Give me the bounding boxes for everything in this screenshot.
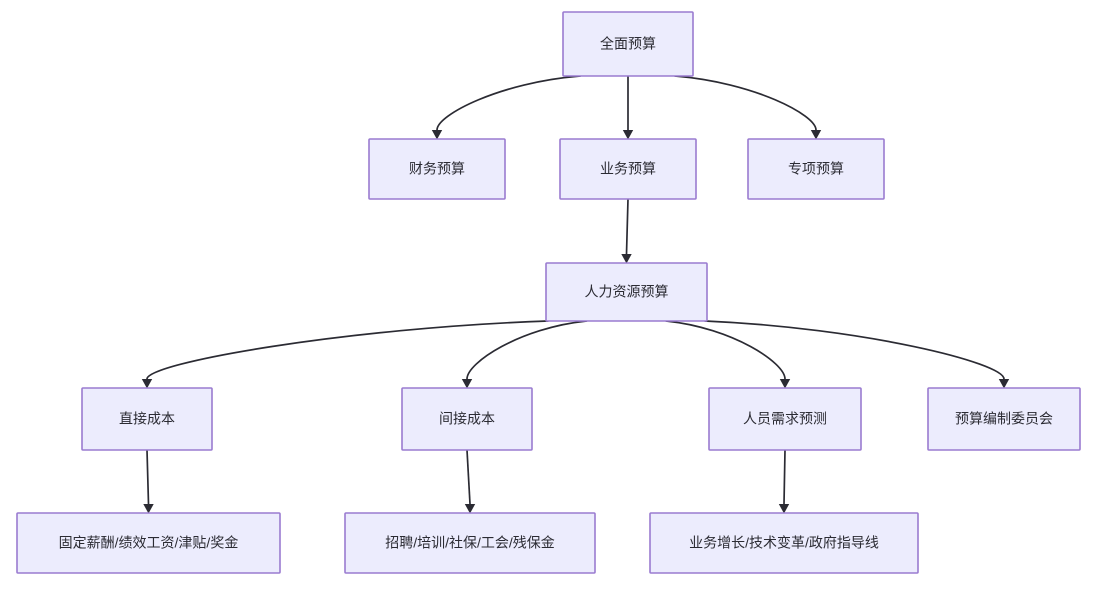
node-n4[interactable]: 人力资源预算 <box>545 262 708 322</box>
edge-line <box>783 449 786 505</box>
node-label: 业务预算 <box>600 161 656 177</box>
edge-n4-to-n8 <box>704 320 1010 389</box>
node-box[interactable] <box>747 138 885 200</box>
node-box[interactable] <box>559 138 697 200</box>
edge-line <box>625 198 629 255</box>
node-box[interactable] <box>545 262 708 322</box>
node-box[interactable] <box>401 387 533 451</box>
node-box[interactable] <box>649 512 919 574</box>
edge-arrowhead-icon <box>431 130 443 140</box>
node-n11[interactable]: 业务增长/技术变革/政府指导线 <box>649 512 919 574</box>
node-box[interactable] <box>562 11 694 77</box>
node-box[interactable] <box>81 387 213 451</box>
node-n0[interactable]: 全面预算 <box>562 11 694 77</box>
edge-arrowhead-icon <box>622 130 634 140</box>
node-label: 招聘/培训/社保/工会/残保金 <box>385 535 555 551</box>
node-label: 业务增长/技术变革/政府指导线 <box>689 535 879 551</box>
edge-arrowhead-icon <box>998 379 1010 389</box>
edge-line <box>146 449 150 505</box>
edge-n6-to-n10 <box>464 449 476 514</box>
edge-line <box>466 320 588 380</box>
edge-arrowhead-icon <box>461 379 473 389</box>
node-label: 固定薪酬/绩效工资/津贴/奖金 <box>59 535 239 551</box>
edge-arrowhead-icon <box>143 504 154 514</box>
node-label: 全面预算 <box>600 36 656 52</box>
node-label: 预算编制委员会 <box>955 411 1053 427</box>
edge-arrowhead-icon <box>779 379 791 389</box>
edge-n7-to-n11 <box>778 449 790 514</box>
node-n3[interactable]: 专项预算 <box>747 138 885 200</box>
edge-line <box>704 320 1005 380</box>
node-n5[interactable]: 直接成本 <box>81 387 213 451</box>
node-label: 财务预算 <box>409 161 465 177</box>
node-box[interactable] <box>927 387 1081 451</box>
node-n1[interactable]: 财务预算 <box>368 138 506 200</box>
edge-line <box>674 75 817 131</box>
node-label: 专项预算 <box>788 161 844 177</box>
edge-n2-to-n4 <box>621 198 632 264</box>
node-box[interactable] <box>344 512 596 574</box>
node-n6[interactable]: 间接成本 <box>401 387 533 451</box>
edge-n0-to-n1 <box>431 75 582 140</box>
edge-n4-to-n7 <box>665 320 791 389</box>
edge-arrowhead-icon <box>778 504 790 514</box>
edge-n0-to-n2 <box>622 75 634 140</box>
node-label: 人力资源预算 <box>585 284 669 300</box>
node-box[interactable] <box>708 387 862 451</box>
node-box[interactable] <box>368 138 506 200</box>
node-label: 间接成本 <box>439 411 495 427</box>
node-n9[interactable]: 固定薪酬/绩效工资/津贴/奖金 <box>16 512 281 574</box>
node-n10[interactable]: 招聘/培训/社保/工会/残保金 <box>344 512 596 574</box>
edge-n4-to-n6 <box>461 320 588 389</box>
node-n7[interactable]: 人员需求预测 <box>708 387 862 451</box>
node-label: 人员需求预测 <box>743 411 827 427</box>
edge-arrowhead-icon <box>464 504 476 514</box>
node-n8[interactable]: 预算编制委员会 <box>927 387 1081 451</box>
edge-n5-to-n9 <box>143 449 154 514</box>
edge-n4-to-n5 <box>141 320 549 389</box>
node-box[interactable] <box>16 512 281 574</box>
edge-line <box>665 320 786 380</box>
edge-line <box>466 449 471 505</box>
edge-arrowhead-icon <box>621 254 632 264</box>
edge-line <box>146 320 549 380</box>
edge-line <box>436 75 582 131</box>
edge-n0-to-n3 <box>674 75 822 140</box>
edge-arrowhead-icon <box>141 379 153 389</box>
node-n2[interactable]: 业务预算 <box>559 138 697 200</box>
edges-layer <box>141 75 1010 514</box>
edge-arrowhead-icon <box>810 130 822 140</box>
node-label: 直接成本 <box>119 411 175 427</box>
